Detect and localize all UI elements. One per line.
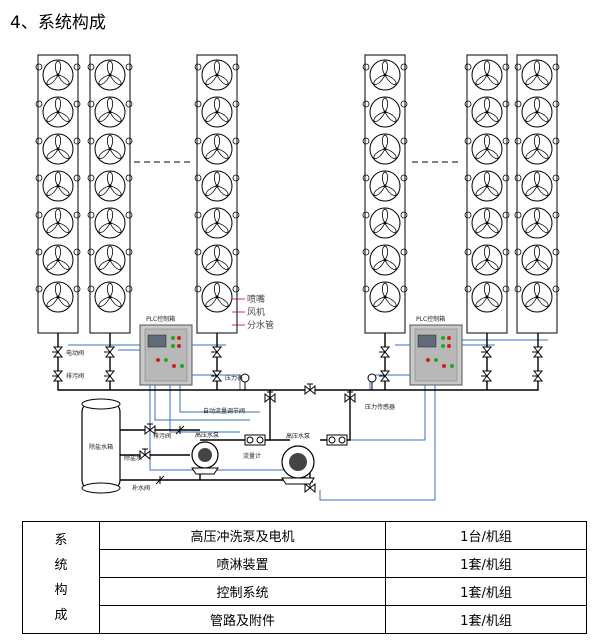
- drain-valve-1: [51, 370, 63, 382]
- component-name: 高压冲洗泵及电机: [99, 521, 386, 550]
- section-heading: 4、系统构成: [10, 13, 106, 33]
- table-row: 系 统 构 成 高压冲洗泵及电机 1台/机组: [22, 521, 587, 634]
- pressure-gauge-right: [367, 373, 377, 390]
- component-name: 喷淋装置: [99, 549, 386, 578]
- label-flow-meter: 流量计: [243, 452, 261, 460]
- pump-large: [281, 445, 315, 485]
- component-name: 控制系统: [99, 577, 386, 606]
- component-quantity: 1套/机组: [385, 605, 587, 634]
- drain-valve-4: [378, 370, 390, 382]
- label-makeup-valve: 排污阀: [153, 432, 171, 440]
- fan-column-1: [35, 54, 81, 334]
- fan-column-2: [87, 54, 133, 334]
- label-solenoid-valve: 电动阀: [66, 349, 84, 357]
- label-water-tank: 除盐水箱: [89, 443, 113, 451]
- solenoid-valve-2: [103, 346, 115, 358]
- fan-column-6: [514, 54, 560, 334]
- solenoid-valve-4: [378, 346, 390, 358]
- label-branch-pipe: 分水管: [247, 319, 274, 331]
- table-row: 控制系统 1套/机组: [23, 577, 587, 606]
- label-check-valve: 排污阀: [66, 372, 84, 380]
- flow-meter-left: [244, 434, 266, 446]
- main-isolation-valve: [304, 383, 316, 395]
- check-valve-left: [175, 425, 185, 435]
- component-quantity: 1台/机组: [385, 521, 587, 550]
- label-pump-small: 高压水泵: [195, 431, 219, 439]
- solenoid-valve-5: [480, 346, 492, 358]
- label-auto-flow-valve: 自动流量调节阀: [203, 407, 245, 415]
- pump-small: [191, 441, 219, 475]
- label-pressure-gauge-right: 压力传感器: [365, 403, 395, 411]
- system-composition-label: 系 统 构 成: [22, 521, 100, 634]
- solenoid-valve-6: [531, 346, 543, 358]
- fan-column-3: [194, 54, 240, 334]
- label-inlet-water: 除盐水: [124, 454, 142, 462]
- table-row: 喷淋装置 1套/机组: [23, 549, 587, 578]
- component-name: 管路及附件: [99, 605, 386, 634]
- flow-meter-right: [326, 434, 348, 446]
- solenoid-valve-1: [51, 346, 63, 358]
- fan-column-5: [464, 54, 510, 334]
- component-quantity: 1套/机组: [385, 577, 587, 606]
- label-pump-large: 高压水泵: [286, 432, 310, 440]
- fan-column-4: [362, 54, 408, 334]
- drain-valve-3: [210, 370, 222, 382]
- pressure-gauge-left: [240, 373, 250, 390]
- system-diagram: 喷嘴 风机 分水管 PLC控制箱 PLC控制箱: [35, 54, 560, 501]
- component-quantity: 1套/机组: [385, 549, 587, 578]
- label-fan: 风机: [247, 306, 265, 318]
- check-valve-inlet: [155, 475, 165, 485]
- label-inlet-valve: 补水阀: [132, 484, 150, 492]
- water-tank: [81, 398, 121, 494]
- label-nozzle: 喷嘴: [247, 294, 265, 305]
- plc-control-box-right: PLC控制箱: [409, 315, 463, 386]
- label-pressure-gauge-left: 压力表: [225, 374, 243, 382]
- drain-valve-2: [103, 370, 115, 382]
- table-row: 管路及附件 1套/机组: [23, 605, 587, 634]
- system-composition-table: 系 统 构 成 高压冲洗泵及电机 1台/机组 喷淋装置 1套/机组 控制系统 1…: [22, 521, 587, 634]
- solenoid-valve-3: [210, 346, 222, 358]
- drain-valve-6: [531, 370, 543, 382]
- svg-text:PLC控制箱: PLC控制箱: [146, 315, 175, 323]
- plc-control-box-left: PLC控制箱: [139, 315, 193, 386]
- drain-valve-5: [480, 370, 492, 382]
- svg-text:PLC控制箱: PLC控制箱: [416, 315, 445, 323]
